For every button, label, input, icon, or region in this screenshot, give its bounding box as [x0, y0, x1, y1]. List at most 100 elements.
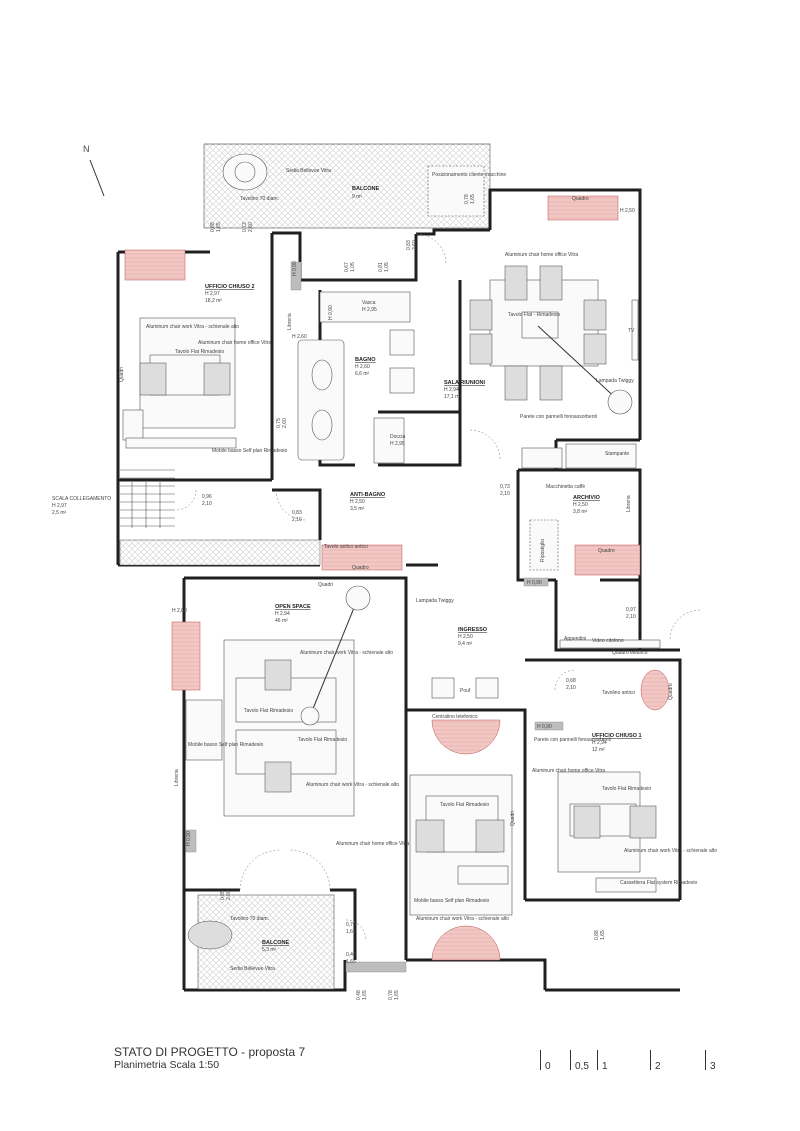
label-pouf: Pouf [460, 688, 471, 694]
label-cassettiera: Cassettiera Flat system Rimadesio [620, 880, 697, 886]
dim-d17b: 1,65 [600, 930, 606, 940]
room-ingresso-h: H 2,50 [458, 634, 473, 640]
dim-d15b: 1,65 [362, 990, 368, 1000]
label-parete-u1: Parete con pannelli fonoassorbenti [534, 737, 611, 743]
label-quadri-u2: Quadri [119, 367, 125, 382]
room-sala-h: H 2,94 [444, 387, 459, 393]
dim-d12b: 2,60 [226, 890, 232, 900]
north-label: N [83, 144, 90, 154]
room-balcone-bot-name: BALCONE [262, 940, 290, 946]
dim-d3: 0,78 [464, 194, 470, 204]
room-ufficio2-name: UFFICIO CHIUSO 2 [205, 284, 255, 290]
room-antibagno-name: ANTI-BAGNO [350, 492, 386, 498]
dim-d7: 0,96 [202, 494, 212, 500]
dim-d4: 0,83 [406, 240, 412, 250]
balcony-top [203, 143, 491, 229]
scale-label-0: 0 [545, 1061, 551, 1072]
scale-tick [705, 1050, 706, 1070]
room-openspace-name: OPEN SPACE [275, 604, 311, 610]
label-parete-sala: Parete con pannelli fonoassorbenti [520, 414, 597, 420]
label-posiz-macchine: Posizionamento cliente macchine [432, 172, 506, 178]
archive-furniture [321, 443, 641, 587]
dim-d9b: 2,10 [500, 491, 510, 497]
scale-label-1: 1 [602, 1061, 608, 1072]
office-2-furniture [122, 249, 302, 449]
dim-d8: 0,83 [292, 510, 302, 516]
dim-d7b: 2,10 [202, 501, 212, 507]
room-vasca-name: Vasca [362, 300, 376, 306]
label-tavolo-os1: Tavolo Flat Rimadesio [244, 708, 293, 714]
dim-d11b: 2,10 [566, 685, 576, 691]
label-quadri-c: Quadri [510, 811, 516, 826]
label-mobile-u2: Mobile basso Self plan Rimadesio [212, 448, 288, 454]
label-tavolo-antico-ab: Tavolo antico antico [324, 544, 368, 550]
scale-tick [570, 1050, 571, 1070]
room-balcone-top-area: 9 m² [352, 194, 362, 200]
room-antibagno-h: H 2,50 [350, 499, 365, 505]
label-alu-home-os: Aluminum chair home office Vitra [336, 841, 409, 847]
dim-h090-2: H 0,90 [328, 305, 334, 320]
dim-h090-5: H 0,90 [186, 831, 192, 846]
meeting-room-furniture [469, 195, 639, 415]
dim-d2b: 2,60 [248, 222, 254, 232]
dim-d5: 0,67 [344, 262, 350, 272]
scale-bar: 0 0,5 1 2 3 [540, 1046, 720, 1076]
central-office-furniture [409, 774, 513, 961]
label-alu-home-sala: Aluminum chair home office Vitra [505, 252, 578, 258]
room-openspace-h: H 2,94 [275, 611, 290, 617]
room-bagno-area: 6,6 m² [355, 371, 370, 377]
room-bagno-h: H 2,60 [355, 364, 370, 370]
room-ufficio2-h: H 2,97 [205, 291, 220, 297]
label-quadro-elettrico: Quadro elettrico [612, 650, 648, 656]
drawing-title: STATO DI PROGETTO - proposta 7 [114, 1045, 306, 1059]
label-quadro-ingr: Quadro [668, 683, 674, 700]
dim-h090-4: H 0,90 [537, 724, 552, 730]
dim-d18: 0,75 [276, 418, 282, 428]
label-alu-home-u2: Aluminum chair home office Vitra [198, 340, 271, 346]
room-doccia-h: H 2,95 [390, 441, 405, 447]
room-archivio-h: H 2,50 [573, 502, 588, 508]
label-mobile-c: Mobile basso Self plan Rimadesio [414, 898, 490, 904]
label-sedia-bot: Sedia Bellevue Vitra [230, 966, 275, 972]
dim-d9: 0,73 [500, 484, 510, 490]
room-doccia-name: Doccia [390, 434, 406, 440]
dim-d13b: 1,65 [346, 929, 356, 935]
label-stampante: Stampante [605, 451, 629, 457]
room-labels: BALCONE 9 m² UFFICIO CHIUSO 2 H 2,97 18,… [52, 186, 642, 953]
label-macchinetta: Macchinetta caffè [546, 484, 585, 490]
scale-label-05: 0,5 [575, 1061, 589, 1072]
label-quadro-arch: Quadro [598, 548, 615, 554]
room-scala-area: 2,5 m² [52, 510, 67, 516]
room-sala-name: SALA RIUNIONI [444, 380, 486, 386]
dim-d4b: 2,60 [412, 240, 418, 250]
doors [175, 233, 701, 941]
label-alu-work-u1: Aluminum chair work Vitra - schienale al… [624, 848, 717, 854]
room-ufficio2-area: 18,2 m² [205, 298, 222, 304]
room-balcone-top-name: BALCONE [352, 186, 380, 192]
label-tavolino70-bot: Tavolino 70 diam. [230, 916, 269, 922]
scale-tick [597, 1050, 598, 1070]
room-ingresso-area: 9,4 m² [458, 641, 473, 647]
dim-d5b: 1,05 [350, 262, 356, 272]
label-tavolo-u2: Tavolo Flat Rimadesio [175, 349, 224, 355]
open-space-furniture [171, 585, 371, 853]
label-ripostiglio: Ripostiglio [540, 539, 546, 562]
label-tavolino-antico: Tavolino antico [602, 690, 635, 696]
furniture-labels: Sedia Bellevue Vitra Tavolino 70 diam. P… [119, 168, 717, 972]
label-quadri-os: Quadri [318, 582, 333, 588]
scale-label-2: 2 [655, 1061, 661, 1072]
scale-label-3: 3 [710, 1061, 716, 1072]
label-h260-os: H 2,60 [172, 608, 187, 614]
label-alu-home-u1: Aluminum chair home office Vitra [532, 768, 605, 774]
dim-d1b: 1,65 [216, 222, 222, 232]
dim-d13: 0,76 [346, 922, 356, 928]
staircase [119, 469, 321, 566]
scale-tick [650, 1050, 651, 1070]
label-tv: TV [628, 328, 635, 334]
dim-d16: 0,78 [388, 990, 394, 1000]
label-libreria-u2: Libreria [287, 313, 293, 330]
label-tavolo-c: Tavolo Flat Rimadesio [440, 802, 489, 808]
dimension-labels: 0,88 1,65 0,73 2,60 0,78 1,65 0,83 2,60 … [186, 194, 636, 1000]
dim-d14b: 1,65 [346, 959, 356, 965]
label-lampada-os: Lampada Twiggy [416, 598, 454, 604]
